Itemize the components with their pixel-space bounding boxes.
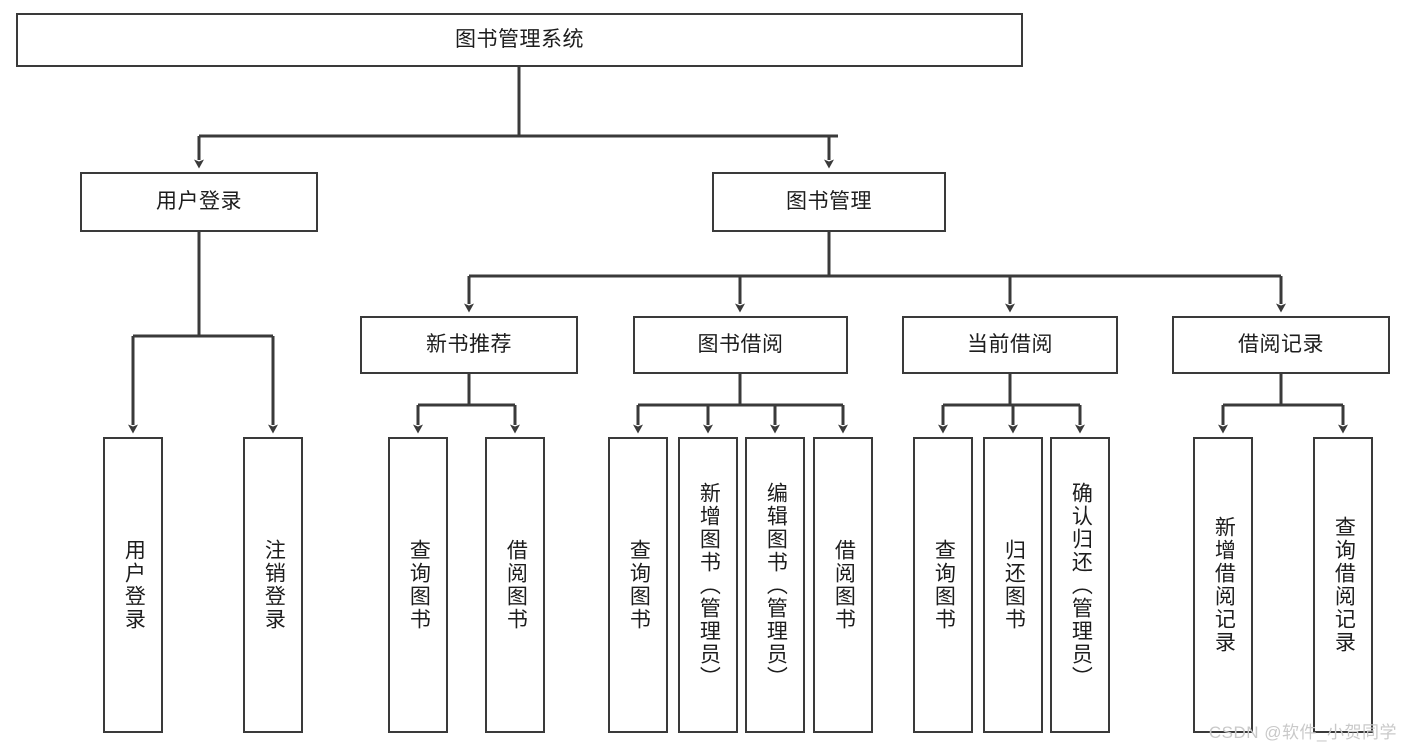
node-user-login[interactable]: 用户登录 <box>80 172 318 232</box>
leaf-query-book-new-label: 查询图书 <box>407 539 431 631</box>
leaf-add-borrow-record[interactable]: 新增借阅记录 <box>1193 437 1253 733</box>
node-current-borrow[interactable]: 当前借阅 <box>902 316 1118 374</box>
node-book-borrow-label: 图书借阅 <box>697 332 784 356</box>
leaf-edit-book-admin-label: 编辑图书（管理员） <box>764 481 788 689</box>
leaf-logout[interactable]: 注销登录 <box>243 437 303 733</box>
node-book-management[interactable]: 图书管理 <box>712 172 946 232</box>
node-root-system[interactable]: 图书管理系统 <box>16 13 1023 67</box>
leaf-query-book-current[interactable]: 查询图书 <box>913 437 973 733</box>
leaf-query-borrow-record[interactable]: 查询借阅记录 <box>1313 437 1373 733</box>
leaf-logout-label: 注销登录 <box>262 539 286 631</box>
node-root-system-label: 图书管理系统 <box>455 27 584 51</box>
leaf-borrow-book-new-label: 借阅图书 <box>504 539 528 631</box>
leaf-user-login[interactable]: 用户登录 <box>103 437 163 733</box>
leaf-borrow-book-label: 借阅图书 <box>832 539 856 631</box>
leaf-query-book-new[interactable]: 查询图书 <box>388 437 448 733</box>
node-book-borrow[interactable]: 图书借阅 <box>633 316 848 374</box>
leaf-query-book-borrow[interactable]: 查询图书 <box>608 437 668 733</box>
node-new-book-recommend[interactable]: 新书推荐 <box>360 316 578 374</box>
leaf-add-book-admin-label: 新增图书（管理员） <box>697 481 721 689</box>
connectors <box>128 67 1348 434</box>
leaf-confirm-return-admin[interactable]: 确认归还（管理员） <box>1050 437 1110 733</box>
node-user-login-label: 用户登录 <box>156 189 242 213</box>
leaf-return-book[interactable]: 归还图书 <box>983 437 1043 733</box>
leaf-query-book-borrow-label: 查询图书 <box>627 539 651 631</box>
node-borrow-record[interactable]: 借阅记录 <box>1172 316 1390 374</box>
leaf-query-borrow-record-label: 查询借阅记录 <box>1332 516 1356 654</box>
leaf-user-login-label: 用户登录 <box>122 539 146 631</box>
leaf-query-book-current-label: 查询图书 <box>932 539 956 631</box>
node-new-book-recommend-label: 新书推荐 <box>426 332 512 356</box>
node-borrow-record-label: 借阅记录 <box>1238 332 1324 356</box>
leaf-return-book-label: 归还图书 <box>1002 539 1026 631</box>
leaf-add-borrow-record-label: 新增借阅记录 <box>1212 516 1236 654</box>
node-current-borrow-label: 当前借阅 <box>967 332 1053 356</box>
leaf-add-book-admin[interactable]: 新增图书（管理员） <box>678 437 738 733</box>
node-book-management-label: 图书管理 <box>786 189 872 213</box>
leaf-borrow-book-new[interactable]: 借阅图书 <box>485 437 545 733</box>
leaf-borrow-book[interactable]: 借阅图书 <box>813 437 873 733</box>
leaf-confirm-return-admin-label: 确认归还（管理员） <box>1069 481 1093 689</box>
leaf-edit-book-admin[interactable]: 编辑图书（管理员） <box>745 437 805 733</box>
